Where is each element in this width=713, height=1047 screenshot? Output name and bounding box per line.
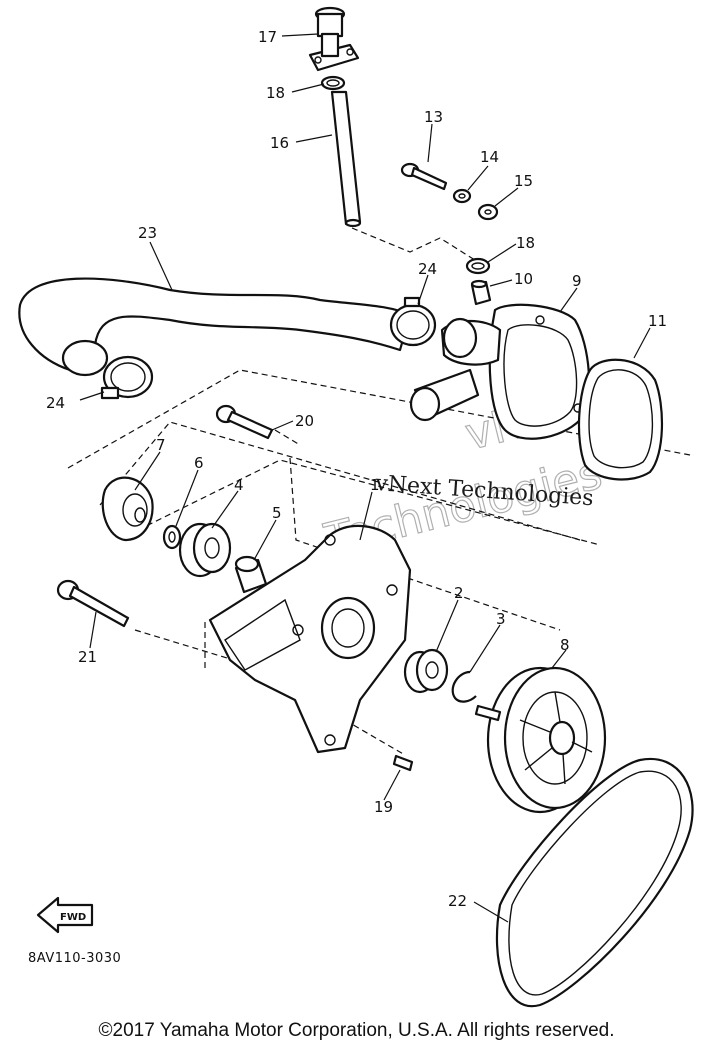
- callout-22: 22: [448, 892, 467, 910]
- part-22-drive-belt: [495, 757, 694, 1008]
- callout-numbers: 17 18 16 13 14 15 18 10 24 23 24 9 11 20…: [46, 28, 667, 910]
- part-7-impeller: [101, 476, 154, 542]
- callout-11: 11: [648, 312, 667, 330]
- part-18-clamp-lower: [465, 257, 491, 275]
- part-6-seal-washer: [162, 524, 182, 550]
- part-8-pulley: [474, 666, 607, 814]
- callout-6: 6: [194, 454, 204, 472]
- callout-14: 14: [480, 148, 499, 166]
- part-19-dowel-pin: [392, 754, 414, 772]
- part-14-lock-washer: [452, 188, 472, 204]
- leader-lines: [79, 33, 651, 923]
- callout-15: 15: [514, 172, 533, 190]
- callout-24-left: 24: [46, 394, 65, 412]
- part-10-pipe: [470, 279, 492, 306]
- part-11-gasket: [577, 358, 663, 481]
- forward-arrow-icon: FWD: [36, 896, 94, 934]
- callout-4: 4: [234, 476, 244, 494]
- part-17-water-outlet-cap: [308, 6, 360, 72]
- callout-18-lower: 18: [516, 234, 535, 252]
- part-16-hose: [330, 90, 362, 228]
- copyright-notice: ©2017 Yamaha Motor Corporation, U.S.A. A…: [98, 1020, 615, 1041]
- part-9-water-pump-housing: [409, 303, 591, 440]
- part-24-hose-clamp-left: [100, 355, 154, 400]
- callout-13: 13: [424, 108, 443, 126]
- part-23-radiator-hose: [18, 277, 412, 377]
- callout-10: 10: [514, 270, 533, 288]
- callout-5: 5: [272, 504, 282, 522]
- part-1-pump-body: [208, 524, 412, 754]
- callout-3: 3: [496, 610, 506, 628]
- part-13-bolt: [400, 162, 448, 191]
- part-18-clamp-upper: [320, 75, 346, 91]
- callout-18-upper: 18: [266, 84, 285, 102]
- diagram-code: 8AV110-3030: [28, 951, 121, 966]
- callout-2: 2: [454, 584, 464, 602]
- callout-16: 16: [270, 134, 289, 152]
- callout-7: 7: [156, 436, 166, 454]
- part-24-hose-clamp-right: [389, 296, 437, 347]
- callout-21: 21: [78, 648, 97, 666]
- callout-19: 19: [374, 798, 393, 816]
- callout-1: 1: [370, 476, 380, 494]
- part-4-mechanical-seal: [178, 522, 232, 578]
- water-pump-exploded-diagram: Technologies vNext vNext Technologies: [18, 6, 694, 1008]
- part-20-bolt: [215, 404, 274, 440]
- callout-23: 23: [138, 224, 157, 242]
- callout-20: 20: [295, 412, 314, 430]
- part-2-bearing: [403, 648, 449, 694]
- part-15-washer: [477, 203, 499, 221]
- callout-9: 9: [572, 272, 582, 290]
- callout-24-right: 24: [418, 260, 437, 278]
- fwd-label: FWD: [60, 912, 86, 923]
- callout-17: 17: [258, 28, 277, 46]
- part-3-circlip: [451, 670, 477, 703]
- callout-8: 8: [560, 636, 570, 654]
- part-21-bolt: [56, 579, 130, 628]
